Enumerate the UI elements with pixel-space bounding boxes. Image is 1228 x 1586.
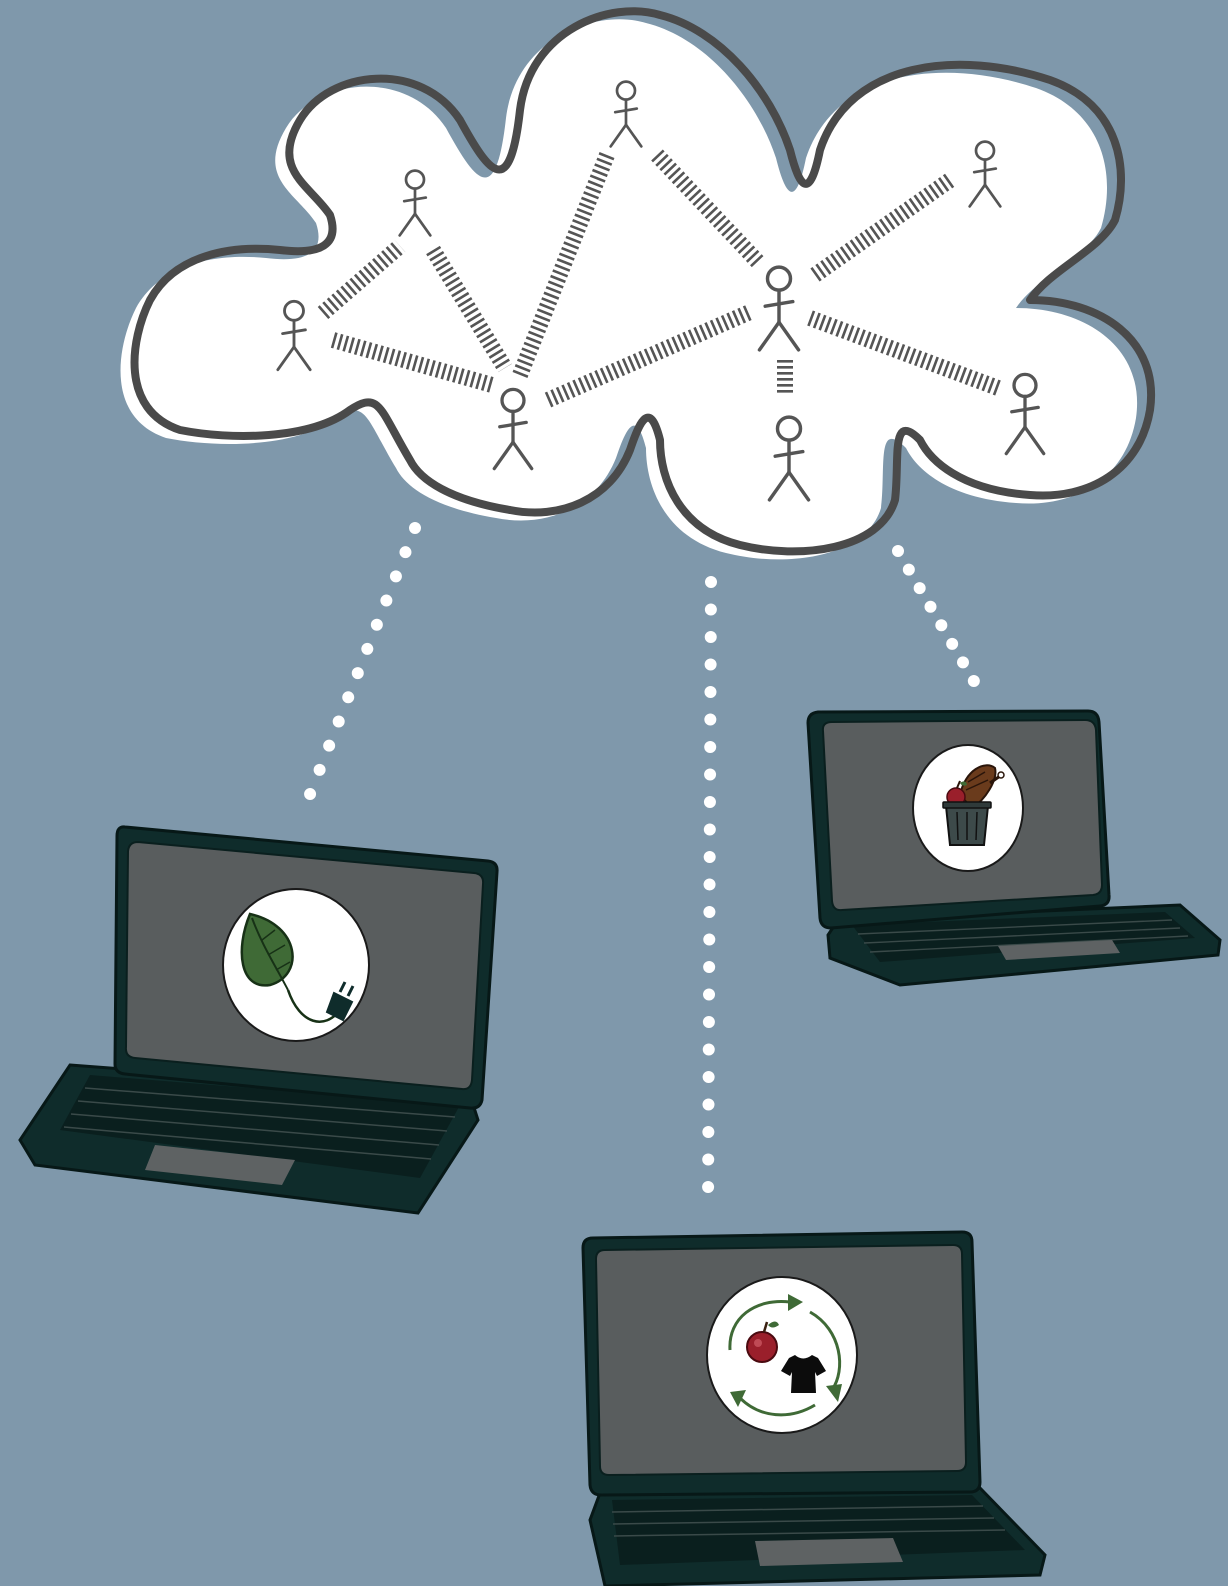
connector-bottom: [702, 576, 717, 1214]
connectors: [297, 522, 981, 1214]
laptop-bottom: [581, 1230, 1047, 1586]
laptop-right: [806, 709, 1222, 987]
laptop-left: [18, 825, 499, 1215]
leaf-plug-icon: [240, 912, 355, 1023]
food-waste-bin-icon: [942, 764, 1005, 846]
connector-left: [297, 522, 421, 818]
link: [317, 239, 406, 320]
link: [544, 304, 754, 408]
network-links: [317, 149, 1001, 408]
link: [426, 245, 512, 373]
link: [651, 149, 764, 268]
recycle-apple-shirt-icon: [728, 1294, 842, 1417]
connector-right: [892, 545, 981, 689]
